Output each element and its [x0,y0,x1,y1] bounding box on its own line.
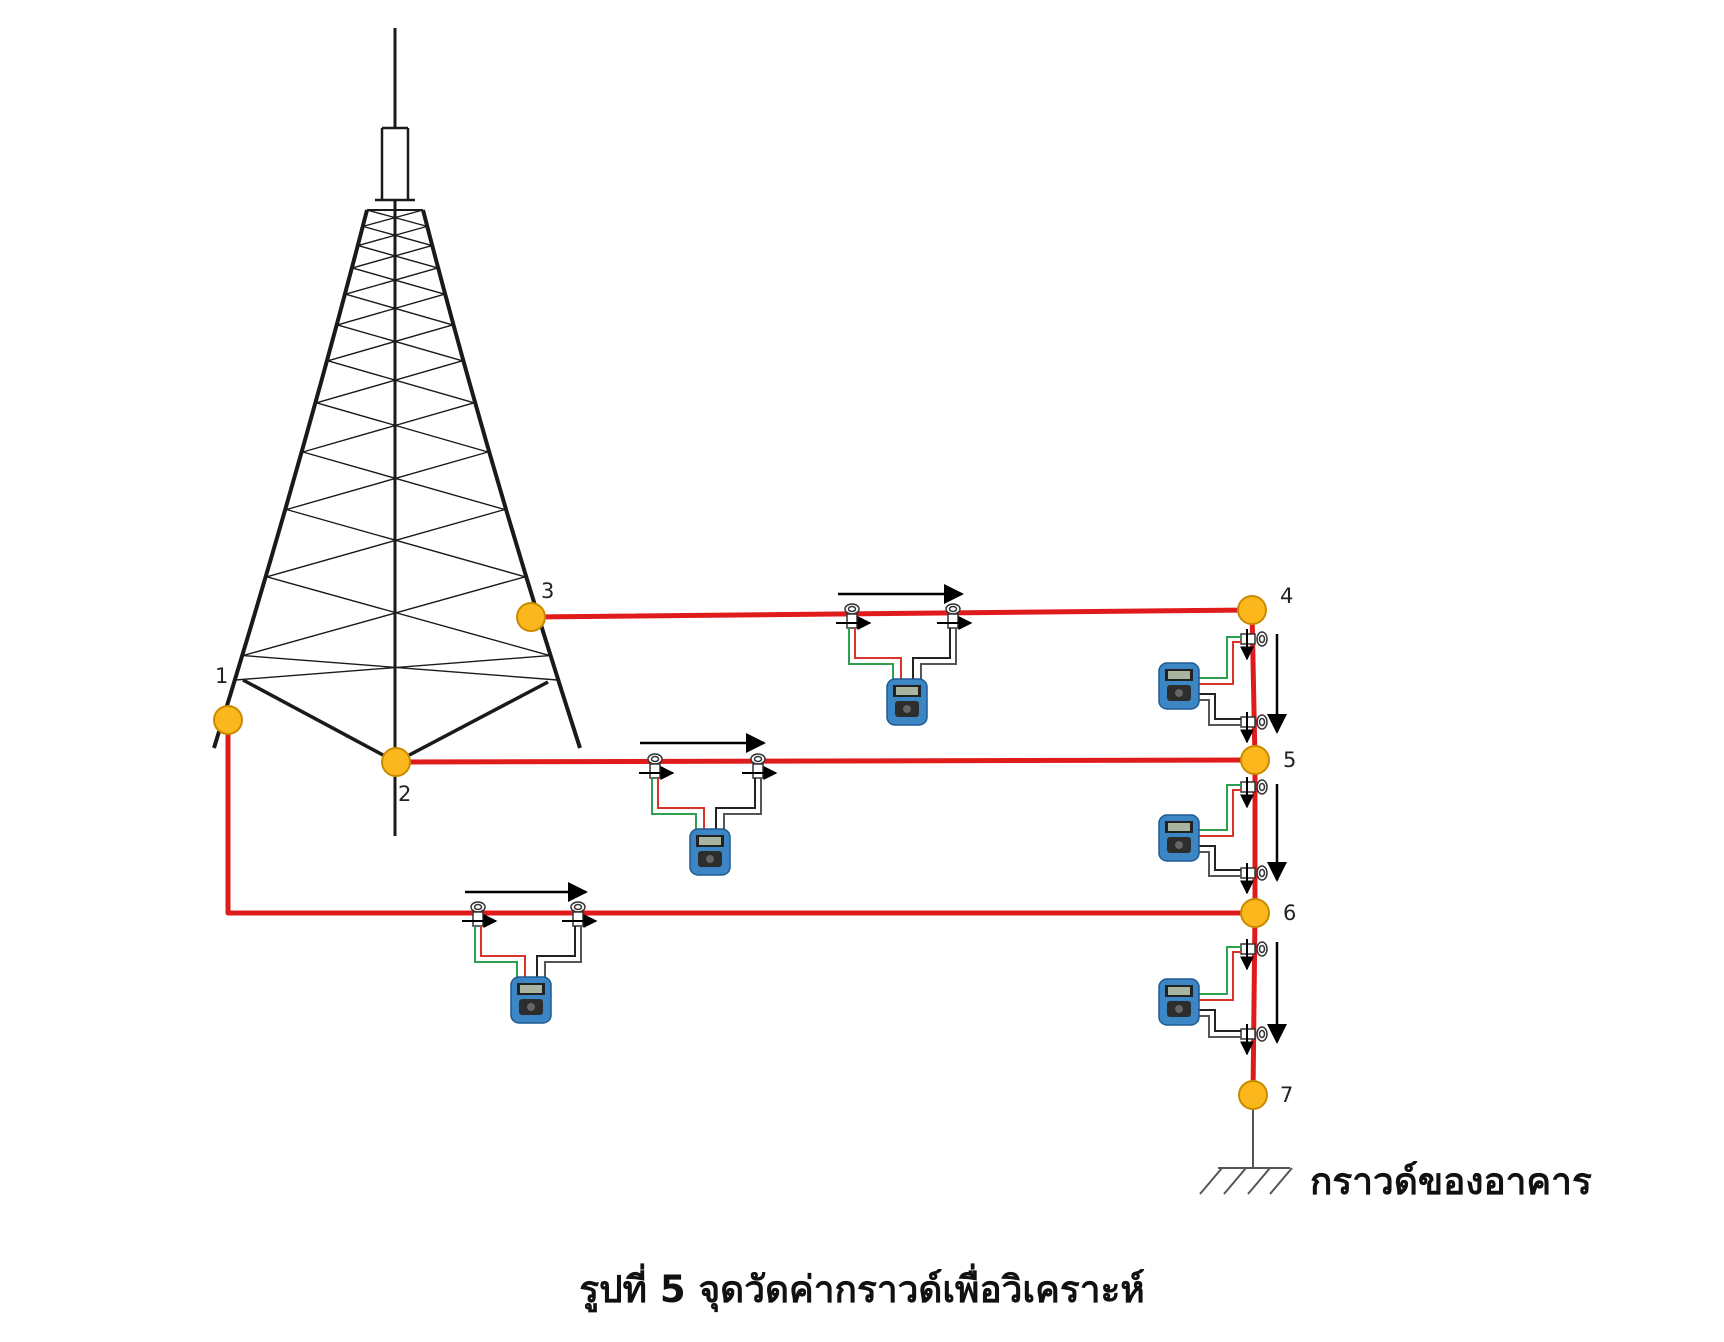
current-clamp-icon [844,603,860,629]
node-label-2: 2 [398,782,411,806]
clamp-meter-icon [886,678,928,726]
clamp-meter-icon [689,828,731,876]
meter-3-4 [836,603,973,726]
meter-2-5 [639,753,778,876]
current-clamp-icon [1240,777,1268,809]
current-clamp-icon [1240,1024,1268,1056]
node-3 [516,602,546,632]
conductor-6-7 [1250,910,1258,1098]
node-label-7: 7 [1280,1083,1293,1107]
ground-label: กราวด์ของอาคาร [1310,1160,1592,1203]
node-5 [1240,745,1270,775]
ground-symbol-icon [1199,1108,1293,1195]
clamp-meter-icon [1158,814,1200,862]
node-label-5: 5 [1283,748,1296,772]
current-direction-arrows [465,584,1287,1044]
clamp-meter-icon [1158,662,1200,710]
meter-5-6 [1158,777,1268,895]
node-6 [1240,898,1270,928]
ground-conductors [225,607,1258,1098]
tower-left-leg [212,209,369,749]
current-clamp-icon [1240,629,1268,661]
current-clamp-icon [1240,863,1268,895]
figure-caption: รูปที่ 5 จุดวัดค่ากราวด์เพื่อวิเคราะห์ [579,1268,1145,1311]
node-label-4: 4 [1280,584,1293,608]
current-clamp-icon [470,901,486,927]
conductor-4-5 [1249,607,1258,763]
conductor-2-5 [393,757,1258,765]
node-7 [1238,1080,1268,1110]
current-clamp-icon [1240,939,1268,971]
node-label-6: 6 [1283,901,1296,925]
transmission-tower-icon [212,28,582,836]
current-clamp-icon [647,753,663,779]
meter-6-7 [1158,939,1268,1056]
current-clamp-icon [1240,712,1268,744]
meter-1-6 [462,901,598,1024]
node-label-3: 3 [541,579,554,603]
clamp-meter-icon [510,976,552,1024]
node-1 [213,705,243,735]
node-2 [381,747,411,777]
clamp-meters [462,603,1268,1056]
node-4 [1237,595,1267,625]
current-clamp-icon [945,603,961,629]
current-clamp-icon [750,753,766,779]
conductor-3-4 [528,607,1255,620]
tower-right-leg [421,209,582,749]
meter-4-5 [1158,629,1268,744]
clamp-meter-icon [1158,978,1200,1026]
measurement-points: 1 2 3 4 5 6 7 [213,579,1296,1110]
current-clamp-icon [570,901,586,927]
node-label-1: 1 [215,664,228,688]
conductor-1-6 [225,717,1258,916]
